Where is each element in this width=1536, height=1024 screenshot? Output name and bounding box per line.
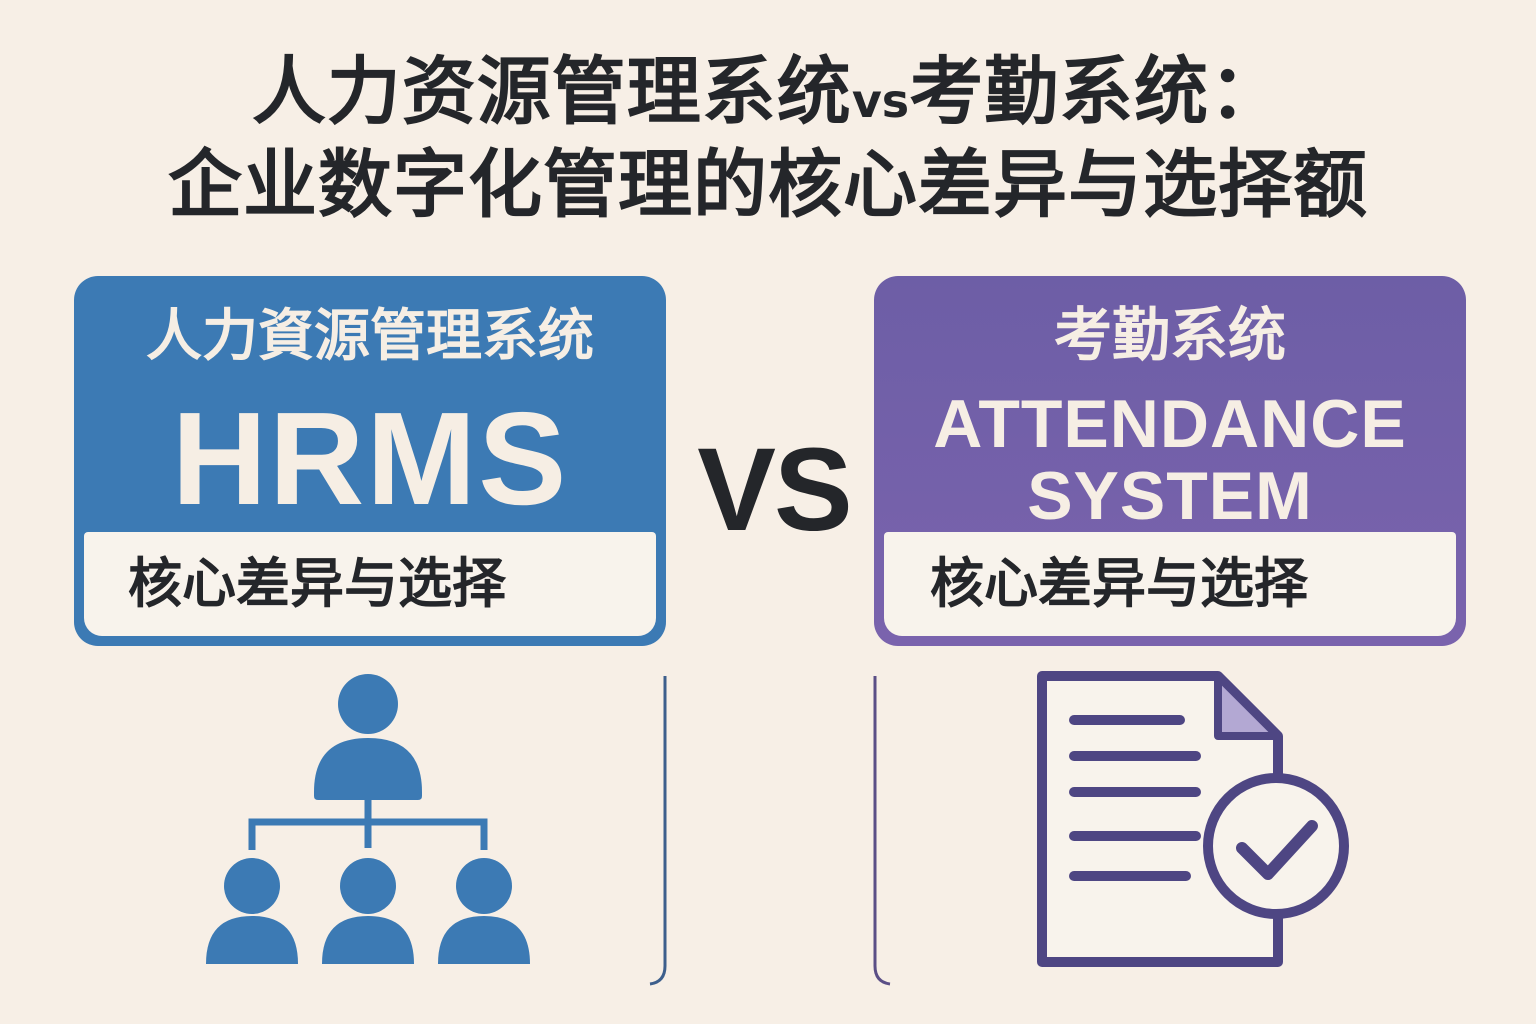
hrms-card: 人力資源管理系统 HRMS 核心差异与选择: [74, 276, 666, 646]
left-divider: [649, 676, 667, 986]
title-part-attendance: 考勤系统：: [909, 49, 1285, 135]
hrms-subtitle: 核心差异与选择: [84, 532, 656, 636]
attendance-chinese-title: 考勤系统: [1053, 301, 1286, 369]
title-line-1: 人力资源管理系统vs考勤系统：: [0, 50, 1536, 143]
attendance-english-line2: SYSTEM: [1027, 458, 1313, 534]
hrms-chinese-title: 人力資源管理系统: [146, 304, 594, 369]
hrms-english-title: HRMS: [171, 385, 569, 532]
vs-label: VS: [697, 424, 852, 556]
page-title: 人力资源管理系统vs考勤系统： 企业数字化管理的核心差异与选择额: [0, 50, 1536, 227]
title-vs: vs: [851, 74, 910, 128]
title-part-hrms: 人力资源管理系统: [251, 49, 852, 135]
attendance-subtitle: 核心差异与选择: [884, 532, 1456, 636]
org-chart-icon: [200, 660, 540, 980]
right-divider: [873, 676, 891, 986]
title-line-2: 企业数字化管理的核心差异与选择额: [168, 142, 1368, 228]
attendance-english-line1: ATTENDANCE: [933, 386, 1407, 462]
document-check-icon: [1020, 660, 1360, 980]
attendance-card: 考勤系统 ATTENDANCE SYSTEM 核心差异与选择: [874, 276, 1466, 646]
